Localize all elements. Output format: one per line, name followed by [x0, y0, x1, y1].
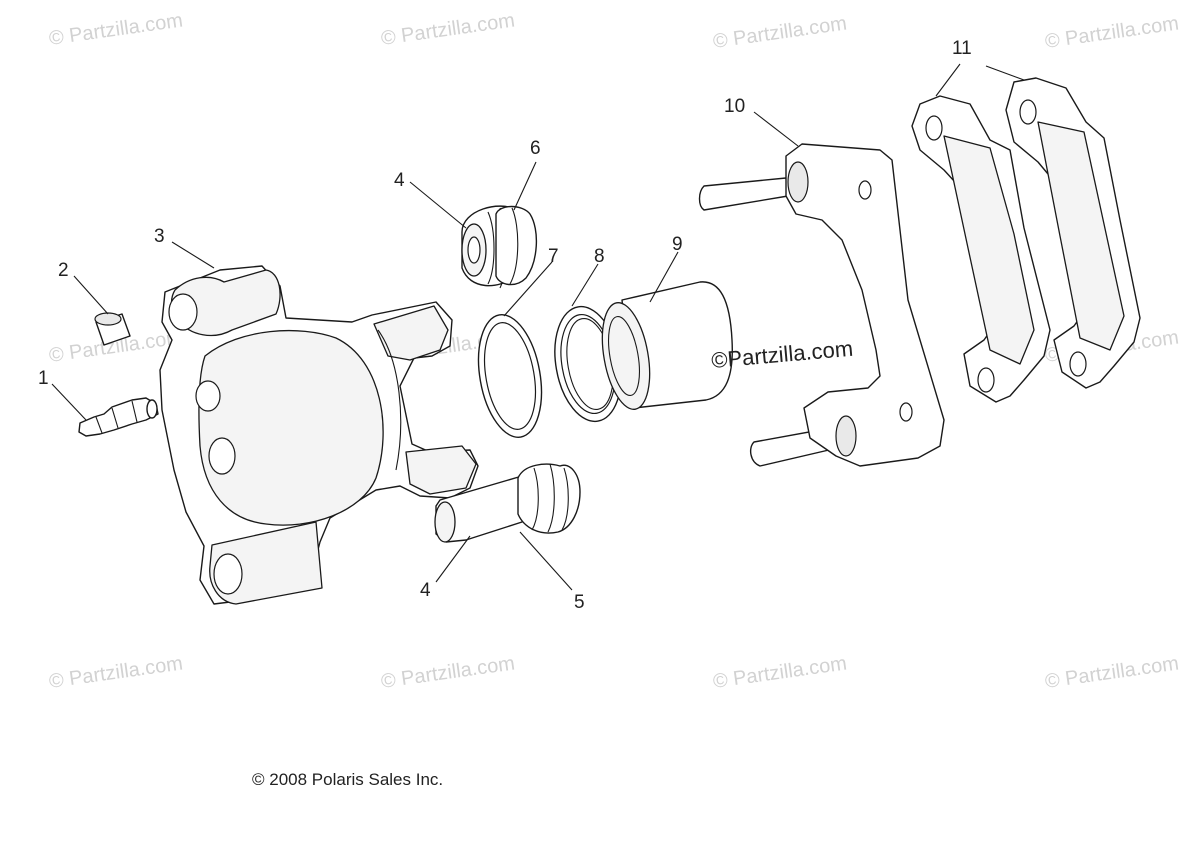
part-caliper-body [159, 265, 479, 605]
callout-8: 8 [594, 246, 605, 267]
callout-1: 1 [38, 368, 49, 389]
leader-3 [171, 241, 215, 269]
part-seal-7 [477, 314, 543, 438]
callout-5: 5 [574, 592, 585, 613]
watermark-11: © Partzilla.com [1044, 652, 1181, 693]
watermark-8: © Partzilla.com [48, 652, 185, 693]
callouts: 1 2 3 4 6 7 8 9 10 11 4 5 [38, 38, 972, 613]
watermark-3: © Partzilla.com [712, 12, 849, 53]
watermark-1: © Partzilla.com [48, 9, 185, 50]
leader-5 [519, 531, 573, 591]
part-bleeder-screw [78, 397, 159, 437]
callout-7: 7 [548, 246, 559, 267]
callout-4-top: 4 [394, 170, 405, 191]
callout-4-bottom: 4 [420, 580, 431, 601]
watermark-9: © Partzilla.com [380, 652, 517, 693]
part-brake-pad-inner [911, 95, 1051, 403]
part-guide-pin [434, 463, 581, 543]
leader-7 [503, 261, 553, 317]
callout-3: 3 [154, 226, 165, 247]
leader-1 [51, 383, 87, 421]
callout-10: 10 [724, 96, 745, 117]
callout-11: 11 [952, 38, 972, 59]
leader-10 [753, 111, 799, 147]
leader-9 [649, 251, 679, 303]
leader-4b [435, 535, 471, 583]
watermark-4: © Partzilla.com [1044, 12, 1181, 53]
leader-lines [51, 63, 1025, 591]
part-bleeder-cap [94, 312, 131, 346]
leader-8 [571, 263, 599, 307]
leader-2 [73, 275, 109, 315]
part-caliper-bracket [698, 143, 945, 467]
part-piston [601, 281, 733, 410]
part-boot-6 [495, 205, 538, 286]
leader-11a [935, 63, 961, 97]
leader-11b [985, 65, 1025, 81]
callout-6: 6 [530, 138, 541, 159]
part-brake-pad-outer [1005, 77, 1141, 389]
watermark-2: © Partzilla.com [380, 9, 517, 50]
callout-2: 2 [58, 260, 69, 281]
leader-4a [409, 181, 467, 229]
leader-6 [513, 161, 537, 211]
copyright-notice: © 2008 Polaris Sales Inc. [252, 770, 444, 789]
watermark-10: © Partzilla.com [712, 652, 849, 693]
callout-9: 9 [672, 234, 683, 255]
